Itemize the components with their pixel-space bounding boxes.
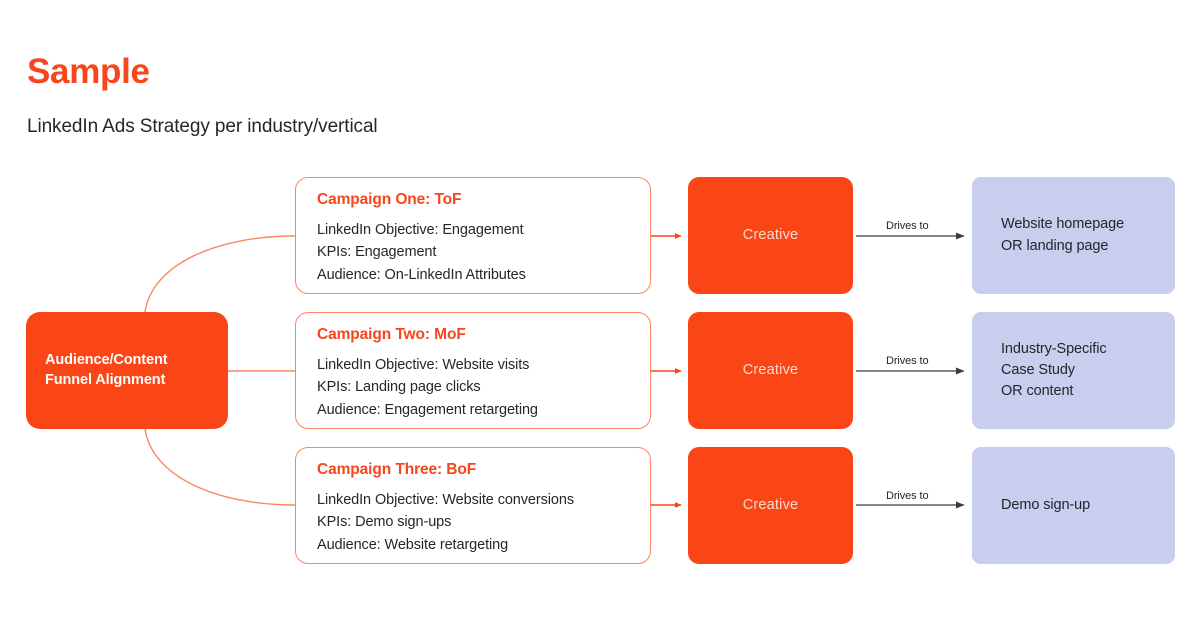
- campaign-card-one[interactable]: Campaign One: ToF LinkedIn Objective: En…: [295, 177, 651, 294]
- creative-node-one[interactable]: Creative: [688, 177, 853, 294]
- campaign-card-one-details: LinkedIn Objective: Engagement KPIs: Eng…: [317, 219, 650, 287]
- creative-node-two-label: Creative: [742, 362, 799, 379]
- destination-node-one-label: Website homepage OR landing page: [1001, 216, 1125, 254]
- creative-node-three[interactable]: Creative: [688, 447, 853, 564]
- creative-node-one-label: Creative: [742, 227, 799, 244]
- campaign-detail-objective: LinkedIn Objective: Engagement: [317, 221, 524, 238]
- campaign-detail-objective: LinkedIn Objective: Website conversions: [317, 491, 574, 508]
- campaign-detail-audience: Audience: Engagement retargeting: [317, 401, 538, 418]
- campaign-card-two-details: LinkedIn Objective: Website visits KPIs:…: [317, 354, 650, 422]
- connector-root-to-campaign-one: [144, 235, 296, 313]
- campaign-detail-objective: LinkedIn Objective: Website visits: [317, 356, 530, 373]
- campaign-detail-kpis: KPIs: Landing page clicks: [317, 379, 481, 396]
- campaign-detail-audience: Audience: On-LinkedIn Attributes: [317, 266, 526, 283]
- campaign-card-three-details: LinkedIn Objective: Website conversions …: [317, 489, 650, 557]
- destination-node-three[interactable]: Demo sign-up: [972, 447, 1175, 564]
- creative-node-three-label: Creative: [742, 497, 799, 514]
- edge-label-drives-to-three: Drives to: [886, 490, 929, 502]
- edge-label-drives-to-one: Drives to: [886, 220, 929, 232]
- connector-root-to-campaign-three: [144, 428, 296, 506]
- destination-node-two[interactable]: Industry-Specific Case Study OR content: [972, 312, 1175, 429]
- root-node-label: Audience/Content Funnel Alignment: [45, 351, 168, 388]
- campaign-detail-kpis: KPIs: Engagement: [317, 244, 437, 261]
- page-subtitle: LinkedIn Ads Strategy per industry/verti…: [27, 116, 378, 137]
- destination-node-one[interactable]: Website homepage OR landing page: [972, 177, 1175, 294]
- page-title: Sample: [27, 52, 150, 91]
- creative-node-two[interactable]: Creative: [688, 312, 853, 429]
- campaign-card-three[interactable]: Campaign Three: BoF LinkedIn Objective: …: [295, 447, 651, 564]
- destination-node-two-label: Industry-Specific Case Study OR content: [1001, 340, 1107, 399]
- campaign-detail-audience: Audience: Website retargeting: [317, 536, 509, 553]
- edge-label-drives-to-two: Drives to: [886, 355, 929, 367]
- campaign-card-two-title: Campaign Two: MoF: [317, 326, 466, 343]
- campaign-detail-kpis: KPIs: Demo sign-ups: [317, 514, 452, 531]
- campaign-card-three-title: Campaign Three: BoF: [317, 461, 477, 478]
- root-node-funnel-alignment[interactable]: Audience/Content Funnel Alignment: [26, 312, 228, 429]
- campaign-card-two[interactable]: Campaign Two: MoF LinkedIn Objective: We…: [295, 312, 651, 429]
- destination-node-three-label: Demo sign-up: [1001, 496, 1091, 513]
- campaign-card-one-title: Campaign One: ToF: [317, 191, 462, 208]
